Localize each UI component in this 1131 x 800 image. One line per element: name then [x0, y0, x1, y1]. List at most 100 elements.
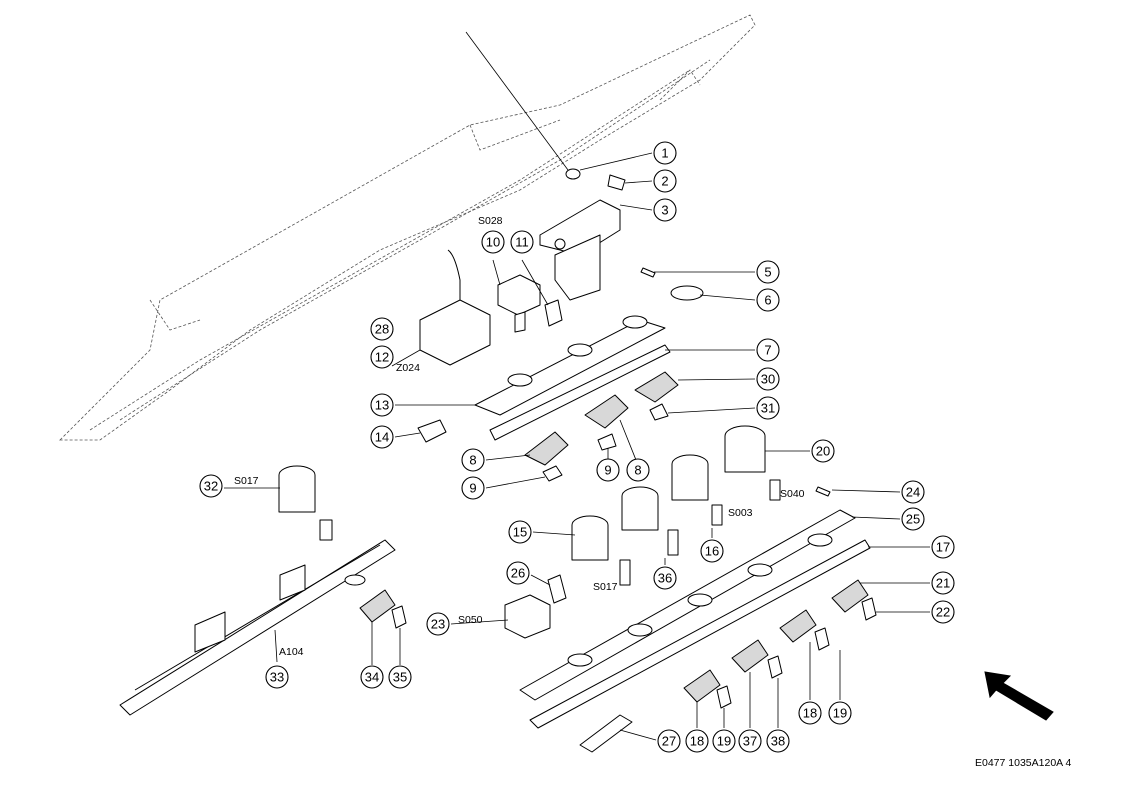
callout-circle	[738, 729, 762, 753]
callout-number: 18	[690, 734, 704, 749]
callout-18: 18	[798, 701, 822, 725]
wire-pointer	[465, 31, 569, 171]
knob-34	[359, 589, 396, 623]
callout-circle	[811, 439, 835, 463]
callout-circle	[265, 665, 289, 689]
callout-circle	[931, 535, 955, 559]
callout-19: 19	[712, 729, 736, 753]
code-s003: S003	[728, 507, 753, 519]
clip-22	[861, 597, 877, 621]
callout-9: 9	[596, 458, 620, 482]
callout-number: 12	[375, 350, 389, 365]
callout-3: 3	[653, 198, 677, 222]
callout-circle	[370, 425, 394, 449]
wire-loop	[565, 168, 581, 180]
callout-5: 5	[756, 260, 780, 284]
callout-27: 27	[657, 729, 681, 753]
clip-31	[649, 403, 669, 421]
callout-circle	[388, 665, 412, 689]
switch-s050	[504, 594, 551, 639]
callout-36: 36	[653, 566, 677, 590]
callout-circle	[756, 338, 780, 362]
callout-circle	[756, 367, 780, 391]
bracket-assembly	[539, 174, 626, 301]
knob-8b	[584, 394, 629, 429]
cover-27	[579, 714, 633, 753]
callout-circle	[828, 701, 852, 725]
callout-number: 21	[936, 576, 950, 591]
clip-35	[391, 605, 407, 629]
callout-number: 28	[375, 322, 389, 337]
callout-circle	[370, 317, 394, 341]
callout-35: 35	[388, 665, 412, 689]
callout-circle	[901, 507, 925, 531]
callout-number: 32	[204, 479, 218, 494]
callout-25: 25	[901, 507, 925, 531]
callout-number: 31	[761, 401, 775, 416]
callout-17: 17	[931, 535, 955, 559]
callout-7: 7	[756, 338, 780, 362]
callout-number: 16	[705, 544, 719, 559]
callout-circle	[360, 665, 384, 689]
knob-21	[831, 579, 869, 613]
clip-9b	[597, 433, 617, 451]
microswitch-11	[544, 299, 563, 327]
callout-circle	[653, 566, 677, 590]
callout-9: 9	[461, 476, 485, 500]
callout-6: 6	[756, 288, 780, 312]
callout-circle	[766, 729, 790, 753]
rotary-switch-16	[671, 454, 723, 526]
callout-26: 26	[506, 561, 530, 585]
callout-10: 10	[481, 230, 505, 254]
callout-37: 37	[738, 729, 762, 753]
callout-number: 20	[816, 444, 830, 459]
code-s017-left: S017	[234, 475, 259, 487]
callout-circle	[461, 448, 485, 472]
callout-number: 37	[743, 734, 757, 749]
rotary-switch-20	[724, 425, 781, 501]
callout-number: 7	[764, 343, 771, 358]
code-z024: Z024	[396, 362, 420, 374]
callout-number: 26	[511, 566, 525, 581]
drawing-reference: E0477 1035A120A 4	[975, 757, 1072, 769]
knob-8a	[524, 431, 569, 466]
callout-circle	[798, 701, 822, 725]
leader-lines	[224, 152, 930, 741]
callout-circle	[199, 474, 223, 498]
code-s050: S050	[458, 614, 483, 626]
microswitch-26	[547, 574, 567, 604]
callout-number: 17	[936, 540, 950, 555]
callout-33: 33	[265, 665, 289, 689]
rotary-switch-36	[621, 486, 679, 556]
callout-38: 38	[766, 729, 790, 753]
callout-11: 11	[510, 230, 534, 254]
callout-circle	[685, 729, 709, 753]
callout-circle	[481, 230, 505, 254]
callout-24: 24	[901, 480, 925, 504]
callout-number: 8	[634, 463, 641, 478]
callout-number: 6	[764, 293, 771, 308]
callout-circle	[653, 198, 677, 222]
callout-number: 15	[513, 525, 527, 540]
callout-number: 9	[469, 481, 476, 496]
callout-circle	[370, 345, 394, 369]
clip-19b	[716, 685, 732, 709]
callout-circle	[653, 141, 677, 165]
callout-circle	[756, 260, 780, 284]
callout-circle	[426, 612, 450, 636]
callout-circle	[370, 393, 394, 417]
callout-number: 24	[906, 485, 920, 500]
code-s028: S028	[478, 215, 503, 227]
callout-circle	[756, 396, 780, 420]
timer-z024	[419, 249, 491, 366]
callout-number: 13	[375, 398, 389, 413]
callout-8: 8	[626, 458, 650, 482]
knob-18a	[779, 609, 817, 643]
view-direction-arrow-icon	[984, 671, 1054, 721]
callout-number: 14	[375, 430, 389, 445]
callout-31: 31	[756, 396, 780, 420]
callout-12: 12	[370, 345, 394, 369]
switch-s017-left	[278, 465, 333, 541]
callout-2: 2	[653, 169, 677, 193]
